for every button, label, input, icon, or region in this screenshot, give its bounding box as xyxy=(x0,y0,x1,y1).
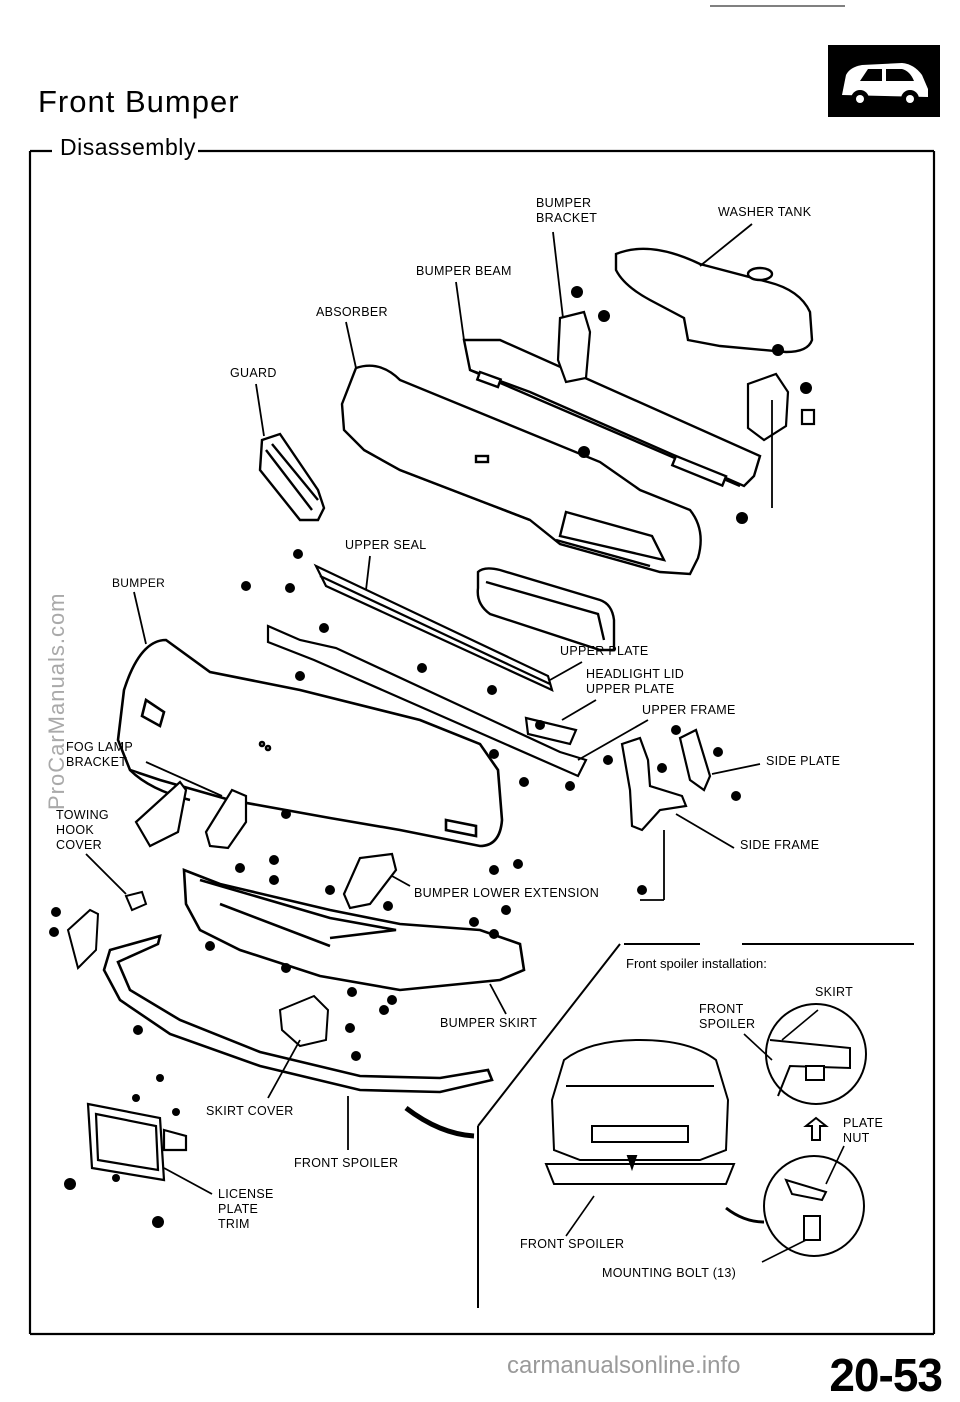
page-number: 20-53 xyxy=(829,1349,943,1401)
label-headlight-lid-upper-plate: HEADLIGHT LID UPPER PLATE xyxy=(586,667,685,696)
bumper-bracket-drawings xyxy=(556,310,816,442)
label-bumper-beam: BUMPER BEAM xyxy=(416,264,512,278)
label-absorber: ABSORBER xyxy=(316,305,388,319)
fastener-drawings xyxy=(49,286,812,1228)
car-body-icon xyxy=(828,45,940,117)
leader-lines xyxy=(85,223,773,1195)
label-skirt: SKIRT xyxy=(815,985,854,999)
fog-lamp-bracket-drawing xyxy=(134,780,248,850)
label-washer-tank: WASHER TANK xyxy=(718,205,812,219)
bumper-beam-drawing xyxy=(462,338,762,488)
label-plate-nut: PLATE NUT xyxy=(843,1116,884,1145)
installation-title: Front spoiler installation: xyxy=(626,956,767,971)
side-grille-drawing xyxy=(476,567,616,652)
label-upper-plate: UPPER PLATE xyxy=(560,644,649,658)
car-front-drawing xyxy=(544,1038,736,1185)
label-license-plate-trim: LICENSE PLATE TRIM xyxy=(218,1187,274,1231)
label-towing-hook-cover: TOWING HOOK COVER xyxy=(56,808,109,852)
front-spoiler-drawing xyxy=(102,934,494,1094)
label-upper-seal: UPPER SEAL xyxy=(345,538,427,552)
inset-leader-lines xyxy=(565,1009,845,1263)
upper-seal-drawing xyxy=(313,563,554,693)
bumper-skirt-drawing xyxy=(182,868,526,992)
label-fog-lamp-bracket: FOG LAMP BRACKET xyxy=(66,740,133,769)
section-title: Disassembly xyxy=(60,134,196,160)
watermark-side: ProCarManuals.com xyxy=(44,592,69,810)
label-front-spoiler: FRONT SPOILER xyxy=(294,1156,399,1170)
license-plate-drawing xyxy=(86,1102,188,1182)
label-bumper-lower-extension: BUMPER LOWER EXTENSION xyxy=(414,886,600,900)
lower-extension-drawing xyxy=(342,852,398,910)
label-guard: GUARD xyxy=(230,366,277,380)
side-frame-drawing xyxy=(620,728,712,832)
label-front-spoiler-inset: FRONT SPOILER xyxy=(520,1237,625,1251)
label-front-spoiler-detail: FRONT SPOILER xyxy=(699,1002,756,1031)
watermark-bottom: carmanualsonline.info xyxy=(507,1352,741,1379)
absorber-drawing xyxy=(340,364,702,576)
label-bumper: BUMPER xyxy=(112,576,166,590)
label-side-frame: SIDE FRAME xyxy=(740,838,820,852)
upper-frame-drawing xyxy=(266,624,588,778)
guard-drawing xyxy=(258,432,326,522)
label-bumper-skirt: BUMPER SKIRT xyxy=(440,1016,538,1030)
label-side-plate: SIDE PLATE xyxy=(766,754,841,768)
washer-tank-drawing xyxy=(614,247,814,354)
label-upper-frame: UPPER FRAME xyxy=(642,703,736,717)
page-title: Front Bumper xyxy=(38,84,240,119)
label-bumper-bracket: BUMPER BRACKET xyxy=(536,196,598,225)
label-skirt-cover: SKIRT COVER xyxy=(206,1104,294,1118)
small-parts-drawing xyxy=(66,890,330,1048)
label-mounting-bolt: MOUNTING BOLT (13) xyxy=(602,1266,737,1280)
